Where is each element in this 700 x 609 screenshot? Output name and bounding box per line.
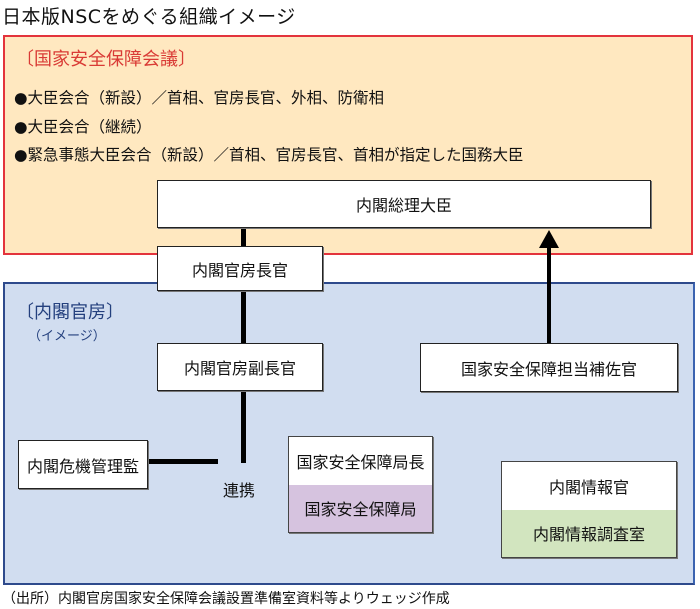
arrow-up-icon [539, 230, 559, 248]
node-national-security-advisor-label: 国家安全保障担当補佐官 [460, 359, 637, 379]
nsc-panel-heading: 〔国家安全保障会議〕 [16, 49, 196, 70]
node-intelligence-officer-label: 内閣情報官 [548, 477, 629, 497]
connector-pm-to-chief [241, 228, 246, 248]
node-prime-minister: 内閣総理大臣 [157, 180, 651, 228]
nsc-bullet-ministers-meeting-continued: ●大臣会合（継続） [14, 118, 152, 136]
node-deputy-chief-cabinet-secretary: 内閣官房副長官 [157, 343, 323, 391]
cabinet-panel-heading: 〔内閣官房〕 [16, 302, 124, 323]
node-nss-director: 国家安全保障局長 [289, 437, 432, 485]
node-prime-minister-label: 内閣総理大臣 [355, 196, 452, 215]
node-intelligence-research-office: 内閣情報調査室 [502, 509, 676, 557]
node-crisis-management-label: 内閣危機管理監 [26, 456, 139, 476]
node-crisis-management-supervisor: 内閣危機管理監 [18, 440, 148, 489]
diagram-title: 日本版NSCをめぐる組織イメージ [2, 6, 296, 28]
node-chief-cabinet-secretary-label: 内閣官房長官 [191, 260, 288, 280]
node-nss-director-label: 国家安全保障局長 [296, 452, 425, 472]
node-nss-group: 国家安全保障局長 国家安全保障局 [288, 436, 433, 533]
connector-label-cooperation: 連携 [223, 481, 256, 500]
nsc-bullet-ministers-meeting-new: ●大臣会合（新設）／首相、官房長官、外相、防衛相 [14, 89, 385, 107]
node-national-security-advisor: 国家安全保障担当補佐官 [420, 343, 678, 392]
node-nss-bureau: 国家安全保障局 [289, 484, 432, 532]
node-intelligence-research-office-label: 内閣情報調査室 [532, 525, 645, 545]
nsc-bullet-emergency-meeting: ●緊急事態大臣会合（新設）／首相、官房長官、首相が指定した国務大臣 [14, 146, 524, 164]
connector-chief-to-deputy [241, 290, 246, 344]
arrow-advisor-to-pm-shaft [547, 246, 551, 344]
cabinet-panel-subheading: （イメージ） [28, 329, 106, 344]
node-intelligence-group: 内閣情報官 内閣情報調査室 [501, 461, 677, 558]
node-intelligence-officer: 内閣情報官 [502, 462, 676, 510]
connector-deputy-to-link [241, 390, 246, 463]
source-note: （出所）内閣官房国家安全保障会議設置準備室資料等よりウェッジ作成 [2, 591, 450, 607]
node-chief-cabinet-secretary: 内閣官房長官 [157, 246, 323, 291]
node-nss-bureau-label: 国家安全保障局 [304, 500, 417, 520]
node-deputy-chief-label: 内閣官房副長官 [183, 359, 296, 378]
connector-link-horizontal [148, 459, 218, 464]
